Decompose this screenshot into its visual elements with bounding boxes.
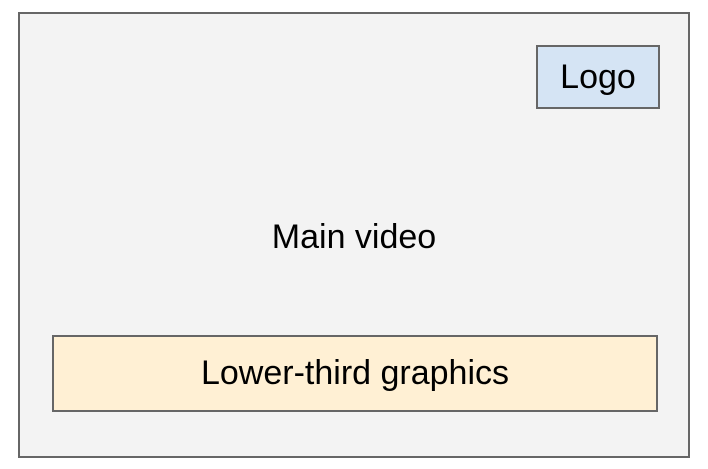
- logo-label: Logo: [560, 57, 636, 96]
- lower-third-box: Lower-third graphics: [52, 335, 658, 412]
- lower-third-label: Lower-third graphics: [200, 354, 510, 392]
- main-video-label: Main video: [271, 217, 437, 256]
- logo-box: Logo: [536, 45, 660, 109]
